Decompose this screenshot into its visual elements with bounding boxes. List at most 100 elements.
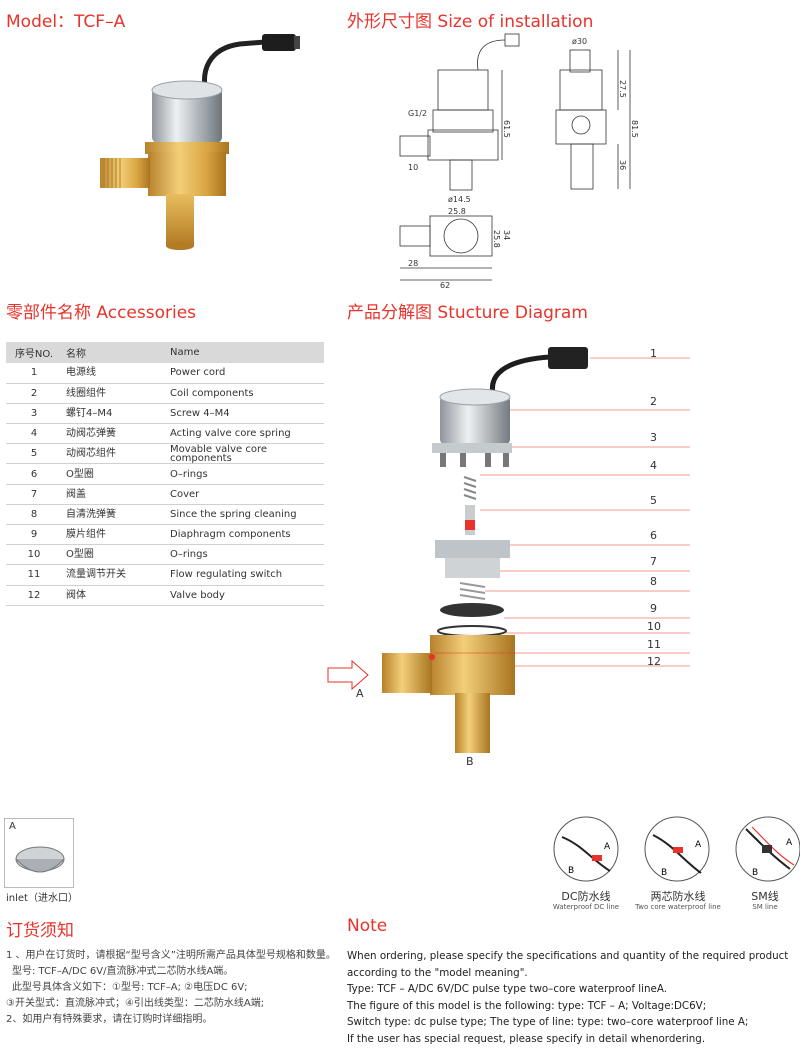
dim-34: 34 (502, 230, 511, 240)
inlet-caption: inlet（进水口） (6, 893, 78, 904)
cable1-b: B (568, 866, 574, 876)
cell-en: Diaphragm components (166, 524, 324, 546)
cell-zh: 膜片组件 (62, 524, 166, 546)
cell-zh: O型圈 (62, 463, 166, 485)
col-zh: 名称 (66, 349, 86, 360)
cable1-caption: DC防水线 (561, 890, 611, 903)
cable1-subcaption: Waterproof DC line (552, 903, 620, 911)
product-photo (100, 34, 300, 250)
two-core-cable-image: A B (644, 816, 710, 882)
inlet-box-label: A (9, 821, 16, 832)
inlet-filter-box: A (4, 818, 74, 888)
cable2-caption: 两芯防水线 (650, 890, 706, 903)
note-text-en: When ordering, please specify the specif… (347, 948, 797, 1047)
structure-heading: 产品分解图 Stucture Diagram (347, 303, 588, 323)
cable2-subcaption: Two core waterproof line (635, 903, 721, 911)
outlet-label: B (466, 755, 474, 768)
model-heading: Model：TCF–A (6, 12, 126, 32)
part-label-12: 12 (647, 655, 661, 668)
order-line: 此型号具体含义如下：①型号: TCF–A; ②电压DC 6V; (12, 982, 248, 993)
inlet-label: A (356, 687, 364, 700)
cell-no: 5 (6, 443, 62, 465)
cell-zh: 线圈组件 (62, 383, 166, 404)
cell-en: Coil components (166, 383, 324, 404)
part-label-5: 5 (650, 494, 657, 507)
installation-drawing: G1/2 61.5 10 ø14.5 ø30 27.5 81.5 36 25.8… (399, 33, 639, 290)
dim-258-side: 25.8 (492, 230, 501, 248)
part-label-4: 4 (650, 459, 657, 472)
note-line: When ordering, please specify the specif… (347, 950, 789, 979)
cell-zh: 自清洗弹簧 (62, 504, 166, 526)
structure-diagram: 1 2 3 4 5 6 7 8 9 10 11 12 A B (327, 347, 690, 768)
dim-g12: G1/2 (408, 109, 427, 118)
cell-en: O–rings (166, 463, 324, 485)
part-label-10: 10 (647, 620, 661, 633)
cell-en: Since the spring cleaning (166, 504, 324, 526)
col-en: Name (170, 347, 200, 358)
cell-no: 4 (6, 423, 62, 445)
cell-en: Acting valve core spring (166, 423, 324, 445)
cell-no: 11 (6, 564, 62, 586)
cell-no: 8 (6, 504, 62, 526)
dim-10: 10 (408, 163, 418, 172)
part-label-6: 6 (650, 529, 657, 542)
cell-zh: 动阀芯弹簧 (62, 423, 166, 445)
cable1-a: A (604, 842, 611, 852)
cell-zh: 电源线 (62, 363, 166, 384)
dim-275: 27.5 (618, 80, 627, 98)
dim-62: 62 (440, 281, 450, 290)
size-heading: 外形尺寸图 Size of installation (347, 12, 594, 32)
note-line: If the user has special request, please … (347, 1032, 706, 1045)
cell-no: 1 (6, 363, 62, 384)
part-label-8: 8 (650, 575, 657, 588)
part-label-3: 3 (650, 431, 657, 444)
cell-zh: 阀体 (62, 585, 166, 606)
cable2-a: A (695, 840, 702, 850)
cell-en: O–rings (166, 544, 324, 566)
part-label-2: 2 (650, 395, 657, 408)
cable3-a: A (786, 838, 793, 848)
cell-no: 12 (6, 585, 62, 606)
dim-258-top: 25.8 (448, 207, 466, 216)
order-line: 2、如用户有特殊要求，请在订购时详细指明。 (6, 1014, 213, 1025)
cell-zh: O型圈 (62, 544, 166, 566)
cell-zh: 阀盖 (62, 484, 166, 505)
cell-no: 6 (6, 463, 62, 485)
cable3-caption: SM线 (751, 890, 779, 903)
dim-28: 28 (408, 259, 418, 268)
part-label-7: 7 (650, 555, 657, 568)
note-line: Type: TCF – A/DC 6V/DC pulse type two–co… (347, 983, 667, 995)
dim-30: ø30 (572, 37, 587, 46)
cell-no: 9 (6, 524, 62, 546)
cell-no: 10 (6, 544, 62, 566)
part-label-9: 9 (650, 602, 657, 615)
cable2-b: B (661, 868, 667, 878)
cell-zh: 动阀芯组件 (62, 443, 166, 465)
col-no: 序号NO. (14, 349, 54, 360)
order-line: 1 、用户在订货时，请根据“型号含义”注明所需产品具体型号规格和数量。 (6, 950, 336, 961)
cell-no: 2 (6, 383, 62, 404)
part-label-11: 11 (647, 638, 661, 651)
cell-en: Flow regulating switch (166, 564, 324, 586)
order-line: 型号: TCF–A/DC 6V/直流脉冲式二芯防水线A端。 (12, 966, 234, 977)
cell-en: Cover (166, 484, 324, 505)
table-header-row: 序号NO. 名称 Name (6, 342, 324, 363)
cable3-subcaption: SM line (752, 903, 778, 911)
cell-en: Movable valve core components (166, 443, 324, 465)
order-instructions-zh: 1 、用户在订货时，请根据“型号含义”注明所需产品具体型号规格和数量。 型号: … (6, 948, 336, 1028)
dc-waterproof-cable-image: A B (553, 816, 619, 882)
cell-zh: 螺钉4–M4 (62, 403, 166, 425)
cell-en: Power cord (166, 363, 324, 384)
filter-mesh-image (15, 846, 65, 873)
